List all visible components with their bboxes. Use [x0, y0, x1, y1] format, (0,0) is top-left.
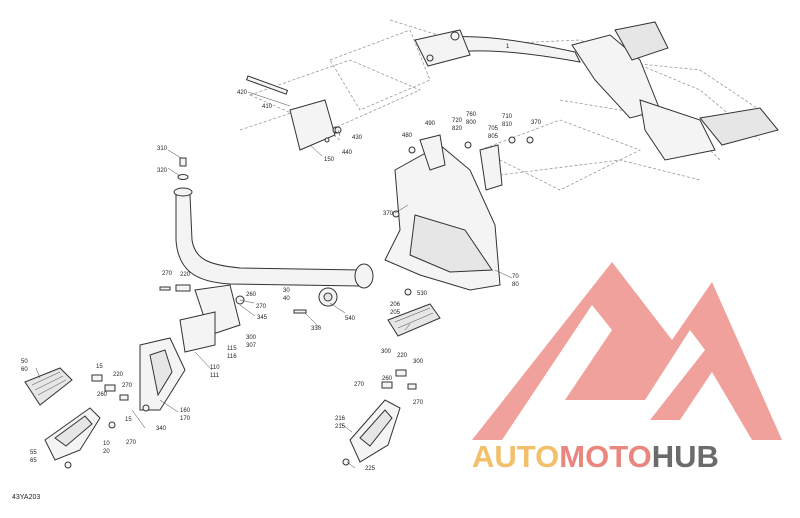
callout: 65: [30, 458, 37, 464]
callout: 440: [342, 150, 353, 156]
callout: 410: [262, 104, 273, 110]
diagram-code: 43YA203: [12, 494, 41, 501]
callout: 270: [126, 440, 137, 446]
callout: 260: [382, 376, 393, 382]
callout: 420: [237, 90, 248, 96]
callout: 50: [21, 359, 28, 365]
fasteners: [64, 126, 534, 469]
callout: 340: [156, 426, 167, 432]
support-bracket-70: [384, 134, 503, 291]
callout: 225: [365, 466, 376, 472]
watermark-hub: HUB: [652, 439, 719, 474]
callout: 480: [402, 133, 413, 139]
callout: 205: [390, 310, 401, 316]
callout: 215: [335, 424, 346, 430]
callout: 270: [413, 400, 424, 406]
callout: 150: [324, 157, 335, 163]
callout: 160: [180, 408, 191, 414]
callout: 70: [512, 274, 519, 280]
callout: 300: [246, 335, 257, 341]
bracket-150: [245, 75, 340, 151]
callout: 30: [283, 288, 290, 294]
side-plates: [139, 284, 241, 411]
callout-labels: 420 410 430 440 150 310 320 480 490 720 …: [21, 44, 542, 472]
callout: 110: [210, 365, 220, 371]
callout: 1: [506, 44, 510, 50]
callout: 220: [180, 272, 191, 278]
callout: 310: [157, 146, 168, 152]
callout: 800: [466, 120, 477, 126]
callout: 216: [335, 416, 346, 422]
callout: 20: [103, 449, 110, 455]
callout: 115: [227, 346, 237, 352]
callout: 805: [488, 134, 499, 140]
watermark-auto: AUTO: [472, 439, 559, 474]
callout: 260: [246, 292, 257, 298]
callout: 220: [113, 372, 124, 378]
callout: 270: [122, 383, 133, 389]
callout: 370: [383, 211, 394, 217]
callout: 300: [381, 349, 392, 355]
watermark-moto: MOTO: [559, 439, 651, 474]
callout: 220: [397, 353, 408, 359]
callout: 55: [30, 450, 37, 456]
callout: 820: [452, 126, 463, 132]
callout: 80: [512, 282, 519, 288]
callout: 260: [97, 392, 108, 398]
callout: 430: [352, 135, 363, 141]
callout: 345: [257, 315, 268, 321]
callout: 710: [502, 114, 513, 120]
callout: 370: [531, 120, 542, 126]
callout: 111: [210, 373, 220, 379]
callout: 720: [452, 118, 463, 124]
callout: 15: [96, 364, 103, 370]
triangle-logo-icon: [472, 262, 782, 440]
callout: 206: [390, 302, 401, 308]
callout: 270: [162, 271, 173, 277]
right-footpeg-lower: [349, 399, 401, 463]
callout: 530: [417, 291, 428, 297]
callout: 810: [502, 122, 513, 128]
callout: 116: [227, 354, 237, 360]
callout: 270: [256, 304, 267, 310]
callout: 15: [125, 417, 132, 423]
watermark-logo: AUTOMOTOHUB: [472, 262, 782, 474]
callout: 320: [157, 168, 168, 174]
svg-text:AUTOMOTOHUB: AUTOMOTOHUB: [472, 439, 719, 474]
callout: 760: [466, 112, 477, 118]
callout: 307: [246, 343, 257, 349]
callout: 270: [354, 382, 365, 388]
callout: 170: [180, 416, 191, 422]
callout: 10: [103, 441, 110, 447]
callout: 490: [425, 121, 436, 127]
callout: 330: [311, 326, 322, 332]
callout: 40: [283, 296, 290, 302]
callout: 60: [21, 367, 28, 373]
callout: 705: [488, 126, 499, 132]
left-footpeg-lower: [44, 407, 101, 461]
leader-lines: [35, 91, 513, 469]
right-footpeg-upper: [387, 303, 441, 337]
left-footpeg-upper: [24, 367, 73, 406]
upper-frame-crossbar: [414, 21, 779, 161]
callout: 300: [413, 359, 424, 365]
main-tube: [173, 187, 374, 307]
callout: 540: [345, 316, 356, 322]
